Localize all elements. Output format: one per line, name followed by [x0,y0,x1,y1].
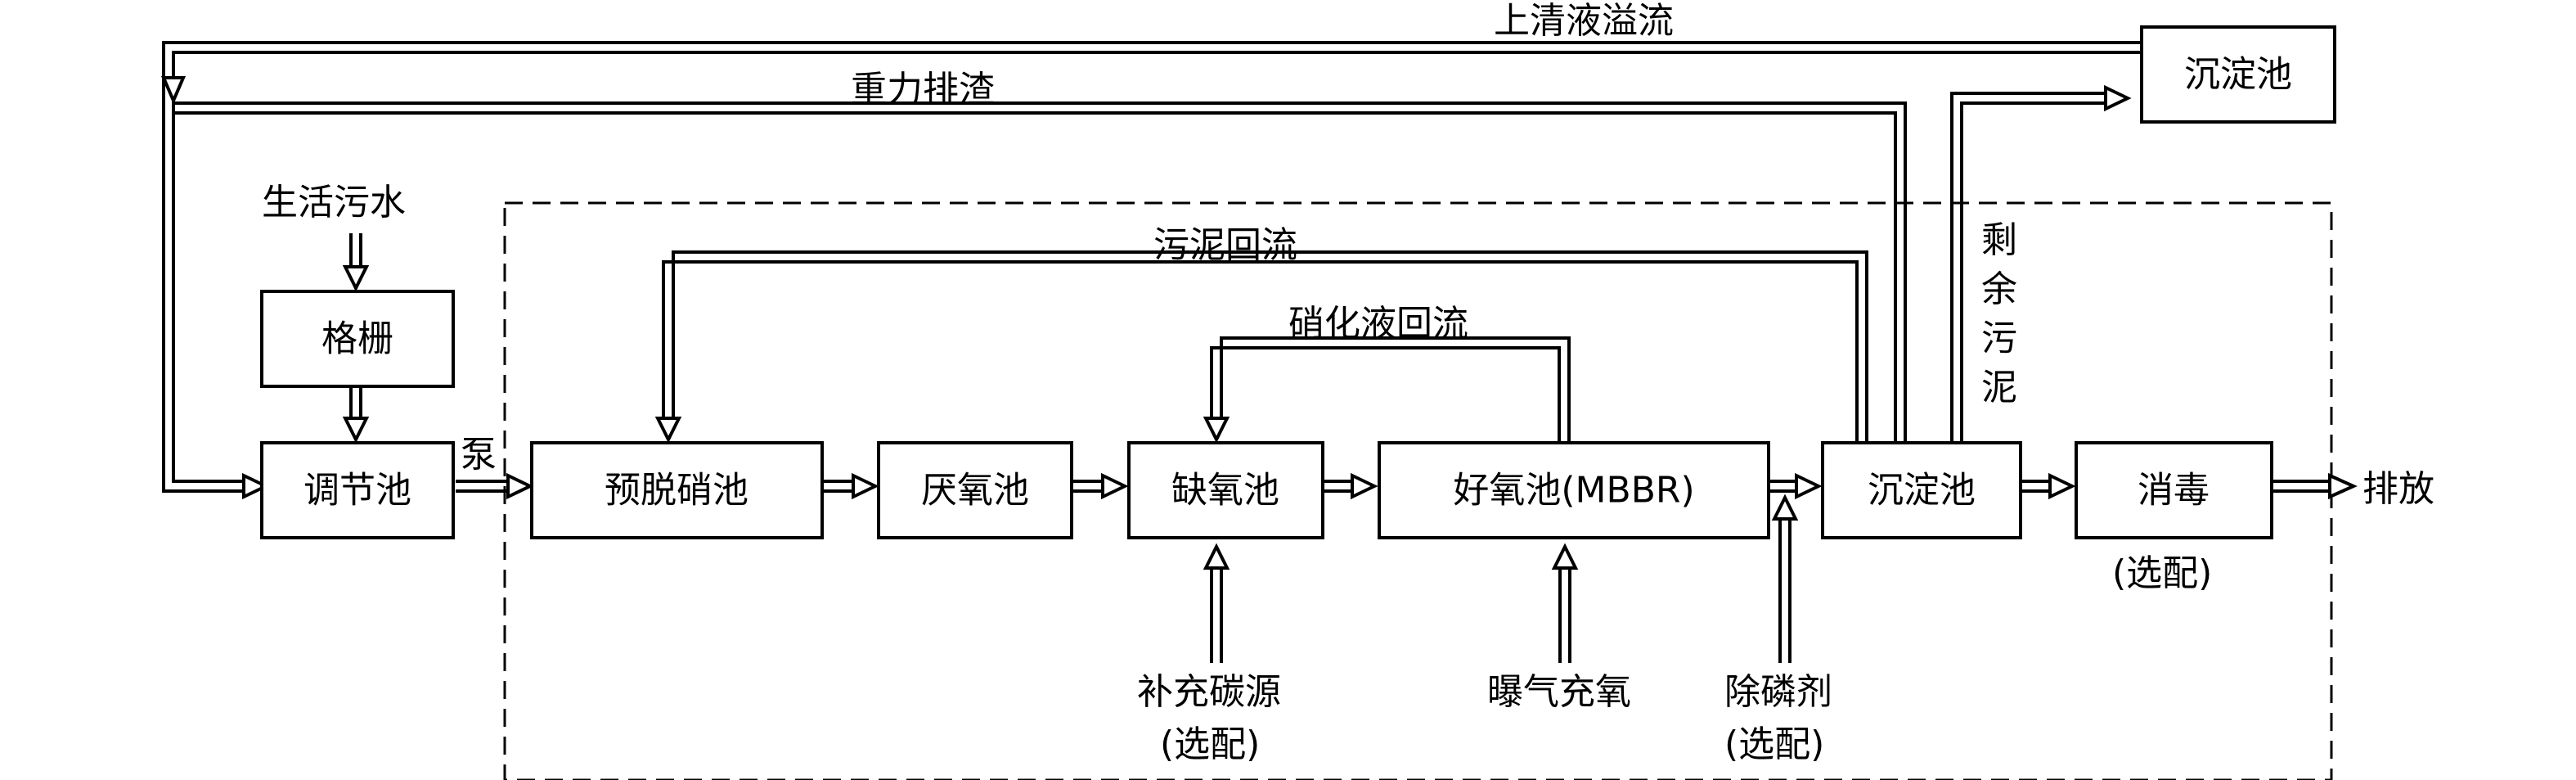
pre-denitrification-tank-box: 预脱硝池 [530,441,824,539]
gravity-slag-pipe [173,101,1907,444]
grille-to-equalization-pipe [349,386,362,422]
pre-denitrification-tank-label: 预脱硝池 [605,470,749,512]
disinfection-label: 消毒 [2138,470,2210,512]
arrow-head-icon [506,472,534,500]
anoxic-tank-label: 缺氧池 [1171,470,1279,512]
predenitrification-to-anaerobic-pipe [822,480,856,493]
arrow-head-icon [852,472,879,500]
aeration-label: 曝气充氧 [1487,671,1631,713]
phosphorus-removal-label: 除磷剂 [1724,671,1832,713]
anaerobic-to-anoxic-pipe [1072,480,1106,493]
disinfection-optional-label: (选配) [2112,552,2212,594]
arrow-head-icon [1771,494,1799,521]
excess-sludge-pipe [1950,92,2109,444]
equalization-tank-label: 调节池 [303,470,411,512]
arrow-head-icon [160,76,187,106]
arrow-head-icon [1351,472,1378,500]
excess-sludge-char: 泥 [1981,367,2017,408]
supernatant-overflow-pipe [162,41,2140,493]
gravity-slag-label: 重力排渣 [851,69,995,110]
excess-sludge-char: 余 [1981,268,2017,310]
sedimentation-tank-label: 沉淀池 [1868,470,1976,512]
carbon-source-label: 补充碳源 [1137,671,1281,713]
arrow-head-icon [342,265,370,292]
arrow-head-icon [1551,543,1579,570]
nitrate-return-pipe [1210,336,1571,444]
sewage-inlet-pipe [349,233,362,270]
grille-label: 格栅 [321,318,393,360]
arrow-head-icon [342,417,370,444]
disinfection-to-discharge-pipe [2272,480,2331,493]
aerobic-tank-label: 好氧池(MBBR) [1453,470,1694,512]
arrow-head-icon [2104,84,2132,112]
discharge-label: 排放 [2362,468,2434,510]
top-sedimentation-tank-label: 沉淀池 [2184,54,2292,96]
disinfection-box: 消毒 [2075,441,2273,539]
sedimentation-to-disinfection-pipe [2021,480,2053,493]
grille-box: 格栅 [260,290,455,388]
anoxic-tank-box: 缺氧池 [1127,441,1324,539]
arrow-head-icon [2328,472,2358,500]
supernatant-overflow-label: 上清液溢流 [1494,0,1674,42]
carbon-optional-label: (选配) [1160,724,1260,765]
arrow-head-icon [1203,417,1230,444]
anaerobic-tank-box: 厌氧池 [877,441,1073,539]
carbon-source-pipe [1210,565,1223,663]
sludge-return-pipe [662,250,1868,444]
anaerobic-tank-label: 厌氧池 [921,470,1029,512]
domestic-sewage-label: 生活污水 [262,182,406,223]
nitrate-return-label: 硝化液回流 [1288,303,1468,345]
equalization-to-predenitrification-pipe [456,480,511,493]
arrow-head-icon [1795,472,1823,500]
arrow-head-icon [2048,472,2076,500]
arrow-head-icon [1203,543,1230,570]
arrow-heads [160,76,2358,570]
sludge-return-label: 污泥回流 [1153,224,1297,266]
aerobic-to-sedimentation-pipe [1769,480,1800,493]
pump-label: 泵 [461,434,497,476]
arrow-head-icon [242,472,270,500]
phosphorus-removal-pipe [1778,516,1792,663]
aeration-pipe [1558,565,1571,663]
sedimentation-tank-box: 沉淀池 [1821,441,2022,539]
arrow-head-icon [1101,472,1129,500]
top-sedimentation-tank-box: 沉淀池 [2140,25,2336,124]
anoxic-to-aerobic-pipe [1323,480,1355,493]
pipes [162,41,2331,663]
aerobic-tank-box: 好氧池(MBBR) [1378,441,1770,539]
phosphorus-optional-label: (选配) [1724,724,1824,765]
excess-sludge-char: 污 [1981,318,2017,359]
arrow-head-icon [654,417,682,444]
excess-sludge-char: 剩 [1981,219,2017,261]
equalization-tank-box: 调节池 [260,441,455,539]
